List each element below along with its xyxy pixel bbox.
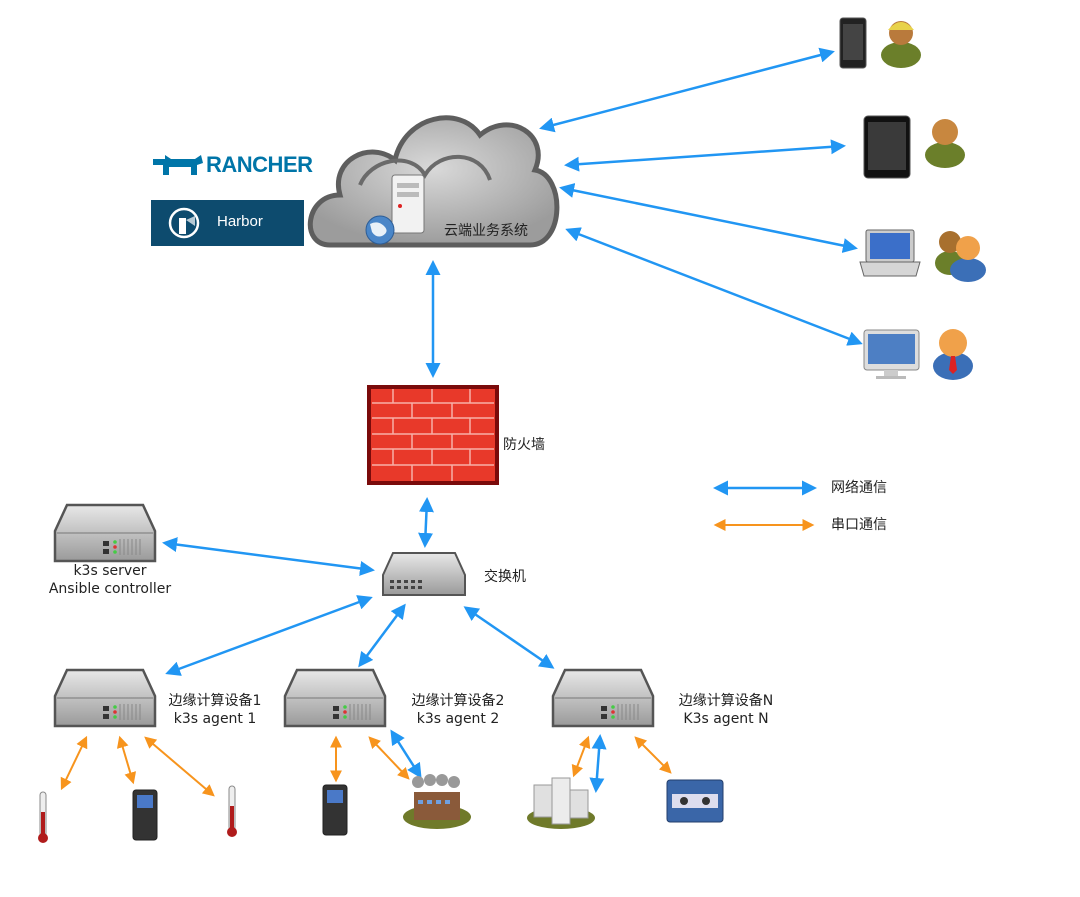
edge-device-1-name: 边缘计算设备1 (168, 693, 262, 709)
edge-device-2-caption: 边缘计算设备2 k3s agent 2 (403, 692, 513, 728)
smartphone-icon (839, 17, 867, 69)
link-edge1-phone (116, 735, 137, 785)
edge-device-n-role: K3s agent N (683, 711, 769, 727)
legend-network-label: 网络通信 (831, 480, 887, 496)
harbor-wordmark: Harbor (217, 213, 263, 230)
switch-icon (382, 552, 466, 596)
link-edge1-thermo1 (60, 735, 88, 791)
office-buildings-icon (527, 777, 595, 829)
link-switch-edge2 (358, 603, 406, 668)
cassette-tape-icon (666, 779, 724, 823)
user-avatar-icon (925, 119, 965, 168)
tablet-icon (863, 115, 911, 179)
k3s-server-caption: k3s server Ansible controller (40, 562, 180, 598)
firewall-icon (367, 385, 499, 485)
thermometer-icon (227, 785, 237, 837)
link-switch-edgeN (463, 606, 555, 669)
edge-device-n-icon (551, 668, 655, 728)
edge-device-n-caption: 边缘计算设备N K3s agent N (670, 692, 782, 728)
link-edge2-factory (390, 729, 422, 779)
serial-links (60, 519, 815, 797)
firewall-label: 防火墙 (503, 437, 545, 453)
edge-device-1-role: k3s agent 1 (173, 711, 257, 727)
rancher-wordmark: RANCHER (206, 152, 313, 177)
user-group-icon (935, 231, 986, 282)
edge-device-2-icon (283, 668, 387, 728)
link-edgeN-buildings (589, 734, 607, 793)
thermometer-icon (38, 791, 48, 843)
factory-icon (403, 774, 471, 829)
laptop-icon (859, 229, 921, 277)
edge-device-n-name: 边缘计算设备N (678, 693, 774, 709)
edge-device-1-caption: 边缘计算设备1 k3s agent 1 (160, 692, 270, 728)
link-cloud-desktop (565, 227, 863, 346)
handheld-device-icon (322, 784, 348, 836)
link-cloud-tablet (564, 139, 846, 172)
harbor-logo: Harbor (151, 200, 304, 246)
k3s-server-label: k3s server (73, 563, 147, 579)
link-cloud-phone (539, 47, 835, 133)
rancher-cow-icon (153, 155, 203, 175)
lighthouse-icon (168, 207, 200, 239)
cloud-label: 云端业务系统 (444, 223, 528, 239)
edge-device-2-role: k3s agent 2 (416, 711, 500, 727)
link-edge2-factory-serial (368, 736, 410, 780)
manager-avatar-icon (933, 329, 973, 380)
link-firewall-switch (418, 497, 434, 548)
link-switch-server (162, 537, 375, 576)
network-links (162, 47, 863, 793)
server-tower-icon (391, 174, 425, 234)
worker-avatar-icon (881, 21, 921, 68)
switch-label: 交换机 (484, 569, 526, 585)
edge-device-2-name: 边缘计算设备2 (411, 693, 505, 709)
link-edge1-thermo2 (144, 736, 215, 797)
link-edgeN-cassette (634, 736, 672, 774)
link-cloud-laptop (559, 183, 858, 253)
link-edgeN-buildings-serial (571, 735, 591, 778)
k3s-server-icon (53, 503, 157, 563)
link-switch-edge1 (165, 595, 373, 676)
edge-device-1-icon (53, 668, 157, 728)
ansible-controller-label: Ansible controller (48, 581, 172, 597)
legend-serial-label: 串口通信 (831, 517, 887, 533)
handheld-device-icon (132, 789, 158, 841)
desktop-monitor-icon (863, 329, 920, 379)
cloud-icon (307, 115, 560, 248)
